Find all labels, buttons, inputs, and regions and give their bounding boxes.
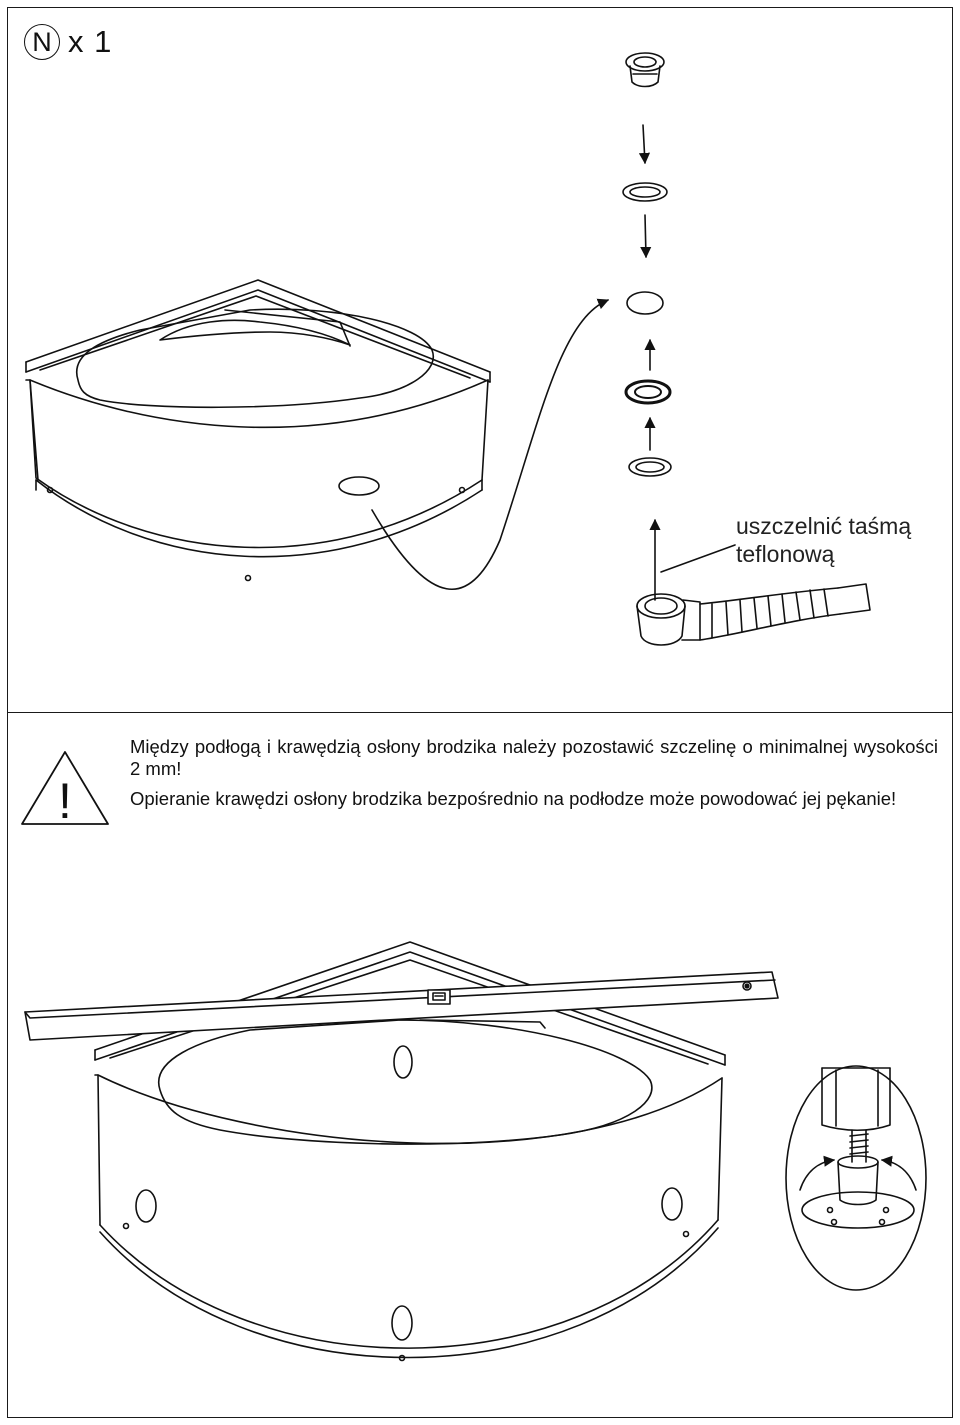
shower-tray-drawing [25, 279, 491, 582]
seal-note-line1: uszczelnić taśmą [736, 513, 912, 539]
warning-symbol: ! [58, 773, 72, 828]
seal-note-line2: teflonową [736, 541, 835, 567]
part-label: N x 1 [24, 24, 112, 60]
drain-parts [622, 52, 672, 601]
warning-triangle-icon: ! [21, 751, 109, 828]
adjustable-foot-icon [785, 1065, 927, 1291]
section-divider [7, 712, 953, 713]
warning-paragraph-1: Między podłogą i krawędzią osłony brodzi… [130, 736, 938, 779]
warning-paragraph-2: Opieranie krawędzi osłony brodzika bezpo… [130, 788, 897, 809]
part-quantity: x 1 [68, 24, 113, 59]
warning-text: Między podłogą i krawędzią osłony brodzi… [130, 736, 938, 818]
part-letter-badge: N [24, 24, 60, 60]
drain-assembly-illustration [25, 52, 871, 646]
siphon-drawing [636, 583, 871, 646]
seal-note: uszczelnić taśmą teflonową [736, 512, 946, 568]
spirit-level-icon [24, 971, 779, 1041]
